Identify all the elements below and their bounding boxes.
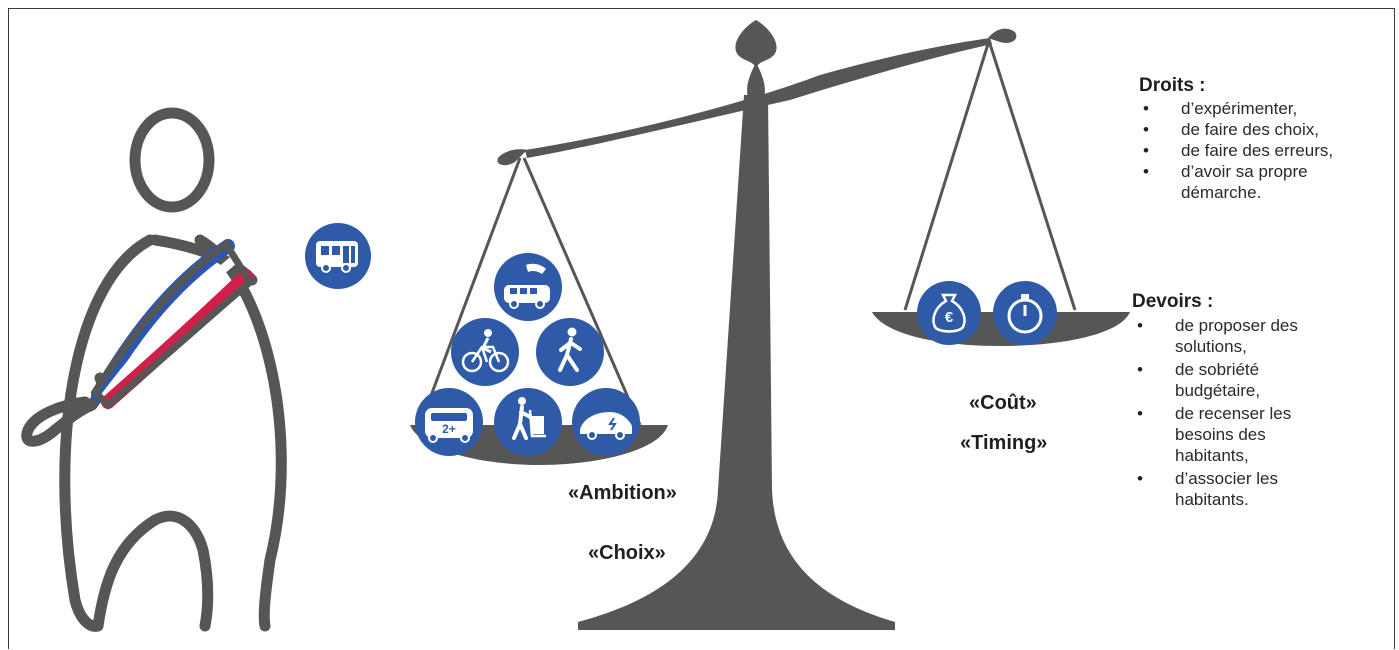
label-cout: «Coût» xyxy=(969,392,1037,414)
scale-post xyxy=(578,95,895,630)
devoirs-item: de recenser les besoins des habitants, xyxy=(1137,403,1327,466)
electric-car-icon xyxy=(572,388,640,456)
devoirs-item: d’associer les habitants. xyxy=(1137,468,1327,510)
droits-item: d’expérimenter, xyxy=(1143,98,1381,119)
phone-minibus-icon xyxy=(494,253,562,321)
devoirs-list: de proposer des solutions, de sobriété b… xyxy=(1137,315,1327,510)
svg-text:€: € xyxy=(945,309,954,326)
sash-knot xyxy=(21,396,98,447)
scale-beam xyxy=(525,38,992,158)
pedestrian-icon xyxy=(536,318,604,386)
carpool-badge: 2+ xyxy=(442,422,456,436)
bus-icon xyxy=(305,223,371,289)
droits-item: d’avoir sa propre démarche. xyxy=(1143,161,1381,203)
bicycle-icon xyxy=(451,318,519,386)
droits-item: de faire des erreurs, xyxy=(1143,140,1381,161)
devoirs-title: Devoirs : xyxy=(1132,291,1214,312)
label-ambition: «Ambition» xyxy=(568,482,677,504)
money-bag-euro-icon: € xyxy=(917,281,981,345)
droits-title: Droits : xyxy=(1139,75,1206,96)
label-choix: «Choix» xyxy=(588,542,666,564)
scale-finial xyxy=(735,20,777,68)
tricolour-sash xyxy=(90,238,255,410)
mayor-head xyxy=(129,107,215,213)
label-timing: «Timing» xyxy=(960,432,1048,454)
droits-item: de faire des choix, xyxy=(1143,119,1381,140)
devoirs-item: de proposer des solutions, xyxy=(1137,315,1327,357)
diagram-frame xyxy=(8,8,1395,649)
devoirs-item: de sobriété budgétaire, xyxy=(1137,359,1327,401)
stopwatch-icon xyxy=(993,281,1057,345)
carpool-icon: 2+ xyxy=(415,388,483,456)
droits-list: d’expérimenter, de faire des choix, de f… xyxy=(1143,98,1381,203)
delivery-trolley-icon xyxy=(494,388,562,456)
